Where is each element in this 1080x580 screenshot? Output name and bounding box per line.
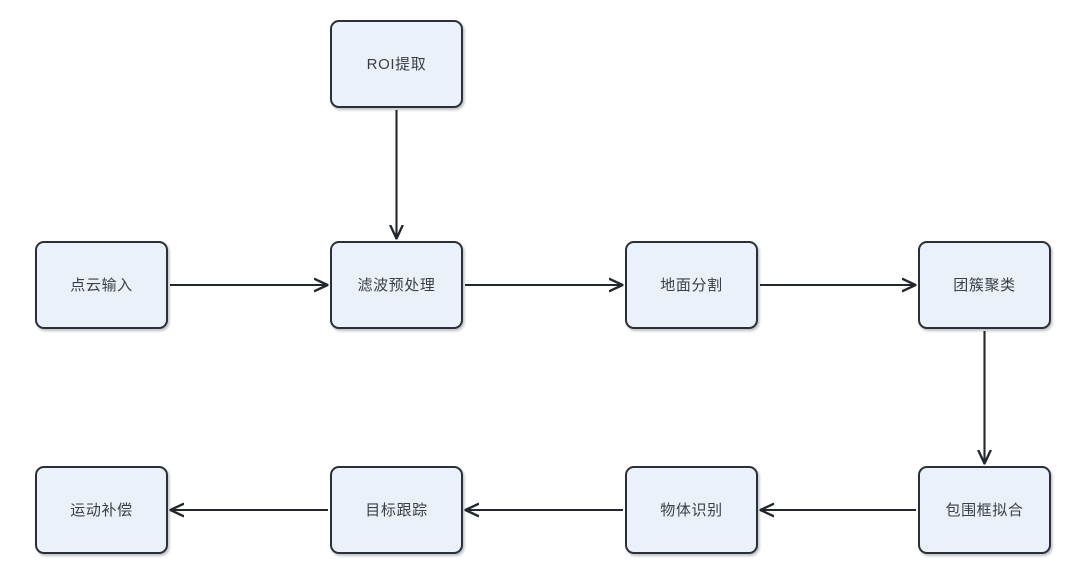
node-label-roi: ROI提取	[366, 55, 427, 73]
node-label-motion: 运动补偿	[70, 501, 133, 519]
node-label-input: 点云输入	[70, 276, 133, 294]
node-roi[interactable]: ROI提取	[330, 20, 463, 108]
node-recognize[interactable]: 物体识别	[625, 466, 758, 554]
node-bbox[interactable]: 包围框拟合	[918, 466, 1051, 554]
node-ground[interactable]: 地面分割	[625, 241, 758, 329]
node-track[interactable]: 目标跟踪	[330, 466, 463, 554]
node-label-cluster: 团簇聚类	[953, 276, 1016, 294]
node-label-recognize: 物体识别	[660, 501, 723, 519]
node-input[interactable]: 点云输入	[35, 241, 168, 329]
node-filter[interactable]: 滤波预处理	[330, 241, 463, 329]
node-cluster[interactable]: 团簇聚类	[918, 241, 1051, 329]
node-label-ground: 地面分割	[660, 276, 723, 294]
node-label-bbox: 包围框拟合	[945, 501, 1024, 519]
node-motion[interactable]: 运动补偿	[35, 466, 168, 554]
node-label-track: 目标跟踪	[365, 501, 428, 519]
node-label-filter: 滤波预处理	[357, 276, 436, 294]
